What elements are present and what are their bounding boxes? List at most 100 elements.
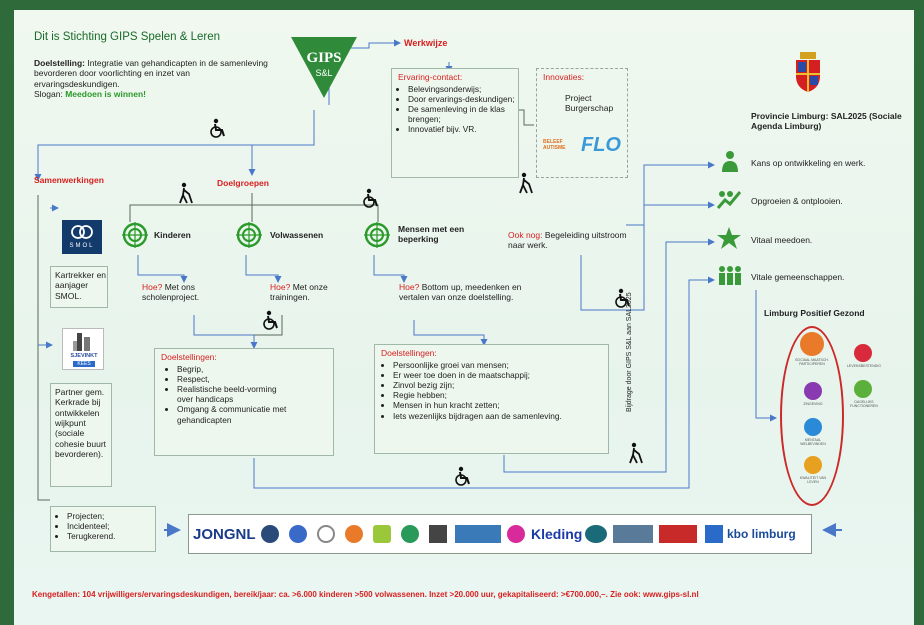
badge-label: DAGELIJKS FUNCTIONEREN bbox=[850, 400, 878, 409]
gips-logo-subtext: S&L bbox=[315, 68, 332, 78]
kbo-logo: kbo limburg bbox=[727, 527, 796, 541]
partner-logo-icon bbox=[507, 525, 525, 543]
sjevinkt-logo-text: SJEVINKT bbox=[70, 353, 98, 359]
provincie-title: Provincie Limburg: SAL2025 (Sociale Agen… bbox=[751, 111, 902, 132]
dagelijks-badge-icon bbox=[854, 380, 872, 398]
ervaring-contact-box: Ervaring-contact: Belevingsonderwijs; Do… bbox=[391, 68, 519, 178]
wheelchair-icon bbox=[362, 188, 380, 213]
hoe-beperking: Hoe? Bottom up, meedenken en vertalen va… bbox=[399, 282, 549, 303]
page-title: Dit is Stichting GIPS Spelen & Leren bbox=[34, 31, 221, 43]
partner-logo-icon bbox=[317, 525, 335, 543]
blind-person-icon bbox=[516, 172, 534, 199]
list-item: Mensen in hun kracht zetten; bbox=[393, 400, 607, 410]
wheelchair-icon bbox=[614, 288, 632, 313]
mentaal-badge-icon bbox=[804, 418, 822, 436]
wheelchair-icon bbox=[454, 466, 472, 491]
ook-nog-text: Begeleiding uitstroom naar werk. bbox=[508, 230, 627, 251]
doelgroepen-label: Doelgroepen bbox=[217, 178, 269, 188]
list-item: Respect, bbox=[177, 374, 289, 384]
doelstelling-body: Integratie van gehandicapten in de samen… bbox=[34, 58, 268, 89]
list-item: Incidenteel; bbox=[67, 521, 155, 531]
sjevinkt-logo: SJEVINKT KEES bbox=[62, 328, 104, 370]
partner-logo-icon bbox=[455, 525, 501, 543]
badge-label: KWALITEIT VAN LEVEN bbox=[799, 476, 827, 485]
blind-person-icon bbox=[626, 442, 644, 469]
projecten-box: Projecten; Incidenteel; Terugkerend. bbox=[50, 506, 156, 552]
hoe-label: Hoe? bbox=[142, 282, 163, 292]
partner-box: Partner gem. Kerkrade bij ontwikkelen wi… bbox=[50, 383, 112, 487]
kengetallen-footer: Kengetallen: 104 vrijwilligers/ervarings… bbox=[32, 590, 699, 599]
wheelchair-icon bbox=[209, 118, 227, 143]
limburg-positief-title: Limburg Positief Gezond bbox=[764, 308, 865, 318]
smol-logo-text: SMOL bbox=[69, 243, 95, 249]
list-item: Omgang & communicatie met gehandicapten bbox=[177, 404, 289, 424]
partner-logo-icon bbox=[659, 525, 697, 543]
slogan-label: Slogan: bbox=[34, 89, 63, 100]
positief-gezond-oval bbox=[780, 326, 844, 506]
target-icon bbox=[364, 222, 390, 253]
hoe-label: Hoe? bbox=[399, 282, 420, 292]
limburg-coat-of-arms-icon bbox=[794, 52, 822, 97]
kleding-logo: Kleding bbox=[531, 526, 583, 542]
partner-logo-icon bbox=[613, 525, 653, 543]
doelstelling-label: Doelstelling: bbox=[34, 58, 86, 68]
doelstellingen-title: Doelstellingen: bbox=[381, 348, 437, 358]
hoe-text: Met ons scholenproject. bbox=[142, 282, 200, 303]
badge-label: LEVENSBESTENDIG bbox=[846, 364, 882, 368]
smol-box: Kartrekker en aanjager SMOL. bbox=[50, 266, 108, 308]
list-item: Regie hebben; bbox=[393, 390, 607, 400]
list-item: Iets wezenlijks bijdragen aan de samenle… bbox=[393, 411, 607, 421]
list-item: Begrip, bbox=[177, 364, 289, 374]
people-star-icon bbox=[716, 226, 742, 255]
partner-logo-icon bbox=[261, 525, 279, 543]
provincie-item: Vitale gemeenschappen. bbox=[751, 272, 845, 282]
kees-logo-text: KEES bbox=[73, 361, 95, 368]
ervaring-contact-list: Belevingsonderwijs; Door ervarings-desku… bbox=[396, 84, 516, 135]
provincie-item: Vitaal meedoen. bbox=[751, 235, 813, 245]
innovaties-box: Innovaties: Project Burgerschap BELEEF A… bbox=[536, 68, 628, 178]
innovaties-item: Project Burgerschap bbox=[565, 93, 614, 114]
list-item: Projecten; bbox=[67, 511, 155, 521]
partner-logo-icon bbox=[373, 525, 391, 543]
list-item: Realistische beeld-vorming over handicap… bbox=[177, 384, 289, 404]
provincie-item: Opgroeien & ontplooien. bbox=[751, 196, 843, 206]
beleef-autisme-logo: BELEEF AUTISME bbox=[543, 139, 566, 152]
target-icon bbox=[122, 222, 148, 253]
connector-lines bbox=[34, 39, 842, 537]
hoe-volwassenen: Hoe? Met onze trainingen. bbox=[270, 282, 344, 303]
smol-logo: SMOL bbox=[62, 220, 102, 254]
doelstellingen-list: Begrip, Respect, Realistische beeld-vorm… bbox=[165, 364, 289, 425]
zingeving-badge-icon bbox=[804, 382, 822, 400]
partner-logo-icon bbox=[585, 525, 607, 543]
jongnl-logo: JONGNL bbox=[193, 526, 256, 543]
doelstellingen-kinderen-box: Doelstellingen: Begrip, Respect, Realist… bbox=[154, 348, 334, 456]
partner-logo-icon bbox=[401, 525, 419, 543]
samenwerkingen-label: Samenwerkingen bbox=[34, 175, 104, 185]
ook-nog-label: Ook nog: bbox=[508, 230, 543, 240]
provincie-item: Kans op ontwikkeling en werk. bbox=[751, 158, 866, 168]
partner-logo-icon bbox=[429, 525, 447, 543]
career-icon bbox=[718, 150, 742, 177]
partner-logo-icon bbox=[345, 525, 363, 543]
group-kinderen: Kinderen bbox=[154, 230, 191, 240]
flo-logo: FLO bbox=[581, 134, 621, 156]
list-item: Innovatief bijv. VR. bbox=[408, 124, 516, 134]
werkwijze-label: Werkwijze bbox=[404, 38, 448, 48]
gips-logo: GIPS S&L bbox=[289, 32, 359, 102]
partner-logos-strip: JONGNL Kleding kbo limburg bbox=[188, 514, 812, 554]
poster-sheet: Dit is Stichting GIPS Spelen & Leren GIP… bbox=[14, 10, 914, 625]
list-item: De samenleving in de klas brengen; bbox=[408, 104, 516, 124]
growth-icon bbox=[716, 188, 742, 215]
partner-text: Partner gem. Kerkrade bij ontwikkelen wi… bbox=[55, 387, 107, 460]
list-item: Zinvol bezig zijn; bbox=[393, 380, 607, 390]
list-item: Belevingsonderwijs; bbox=[408, 84, 516, 94]
list-item: Door ervarings-deskundigen; bbox=[408, 94, 516, 104]
innovaties-title: Innovaties: bbox=[543, 72, 585, 82]
hoe-text: Met onze trainingen. bbox=[270, 282, 328, 303]
participeren-badge-icon bbox=[800, 332, 824, 356]
gips-logo-text: GIPS bbox=[306, 50, 341, 66]
smol-text: Kartrekker en aanjager SMOL. bbox=[55, 270, 107, 301]
doelstellingen-list: Persoonlijke groei van mensen; Er weer t… bbox=[381, 360, 607, 421]
list-item: Er weer toe doen in de maatschappij; bbox=[393, 370, 607, 380]
